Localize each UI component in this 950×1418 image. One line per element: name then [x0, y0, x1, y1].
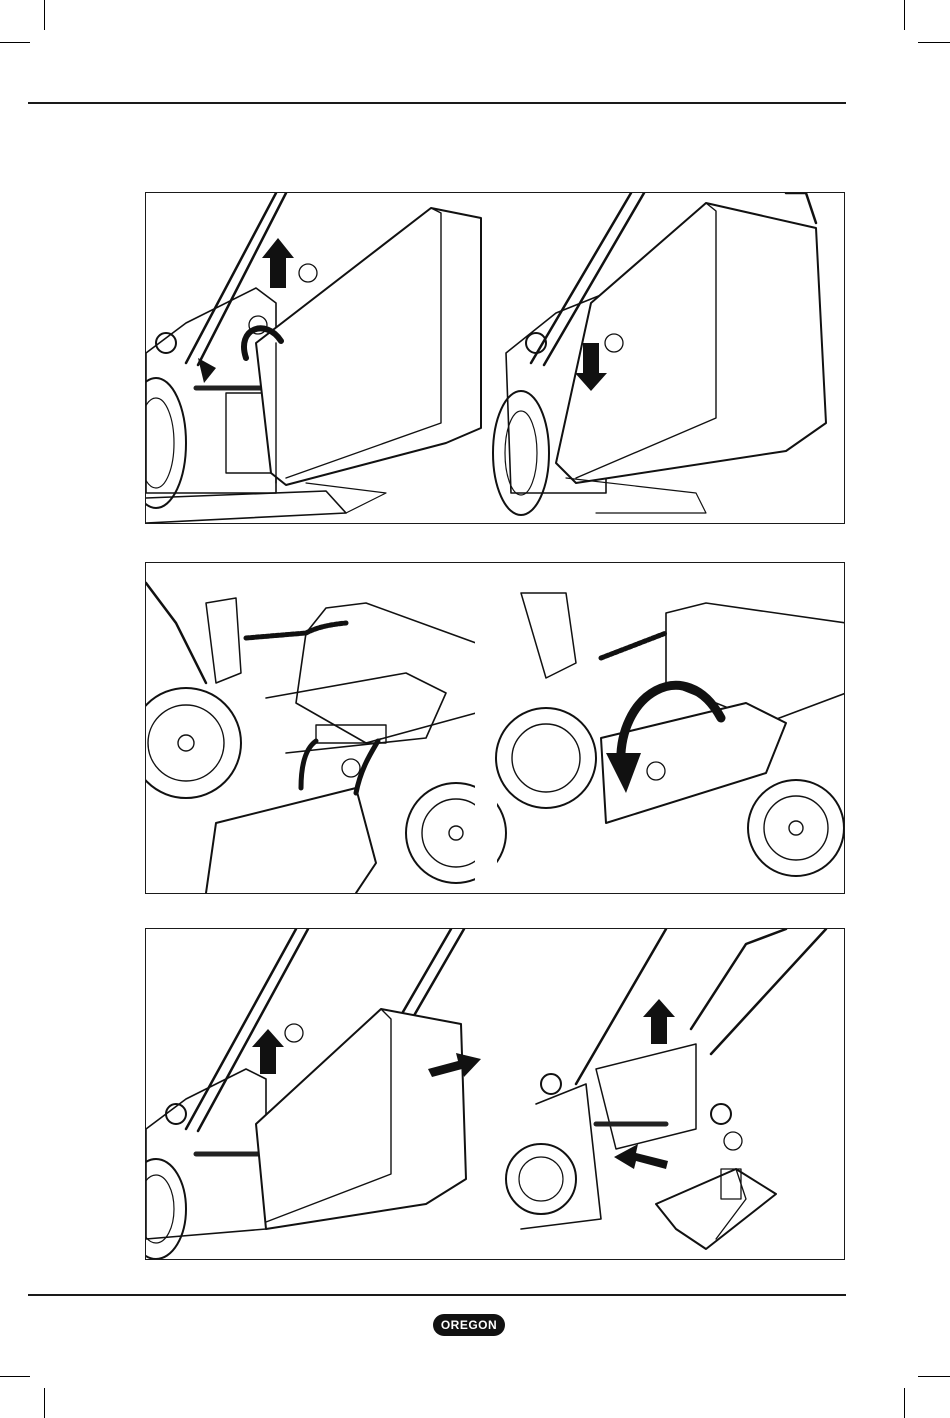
illustration-panel-3: [145, 928, 845, 1260]
mower-deck-right: [496, 593, 845, 876]
step-marker-7: [724, 1132, 742, 1150]
footer-rule: [28, 1294, 846, 1296]
grass-box-tilted: [256, 1009, 466, 1229]
crop-mark-bl-v: [44, 1388, 45, 1418]
clip-arrow-left-icon: [301, 741, 316, 788]
illustration-panel-1: [145, 192, 845, 524]
crop-mark-tr-v: [904, 0, 905, 30]
crop-mark-br-h: [918, 1376, 950, 1377]
illustration-panel-2: [145, 562, 845, 894]
crop-mark-bl-h: [0, 1376, 30, 1377]
crop-mark-br-v: [904, 1388, 905, 1418]
header-rule: [28, 102, 846, 104]
mower-deck-left: [146, 583, 506, 893]
arrow-up-icon: [262, 238, 294, 288]
step-marker-4: [342, 759, 360, 777]
mower-rear-right-3: [506, 929, 826, 1229]
arrow-up-icon-3: [252, 1029, 284, 1074]
arrow-up-icon-4: [643, 999, 675, 1044]
crop-mark-tl-v: [44, 0, 45, 30]
logo-text: OREGON: [441, 1318, 497, 1332]
crop-mark-tr-h: [918, 42, 950, 43]
step-marker-1: [299, 264, 317, 282]
crop-mark-tl-h: [0, 42, 30, 43]
side-chute: [656, 1169, 776, 1249]
step-marker-6: [285, 1024, 303, 1042]
oregon-logo: OREGON: [433, 1314, 505, 1336]
